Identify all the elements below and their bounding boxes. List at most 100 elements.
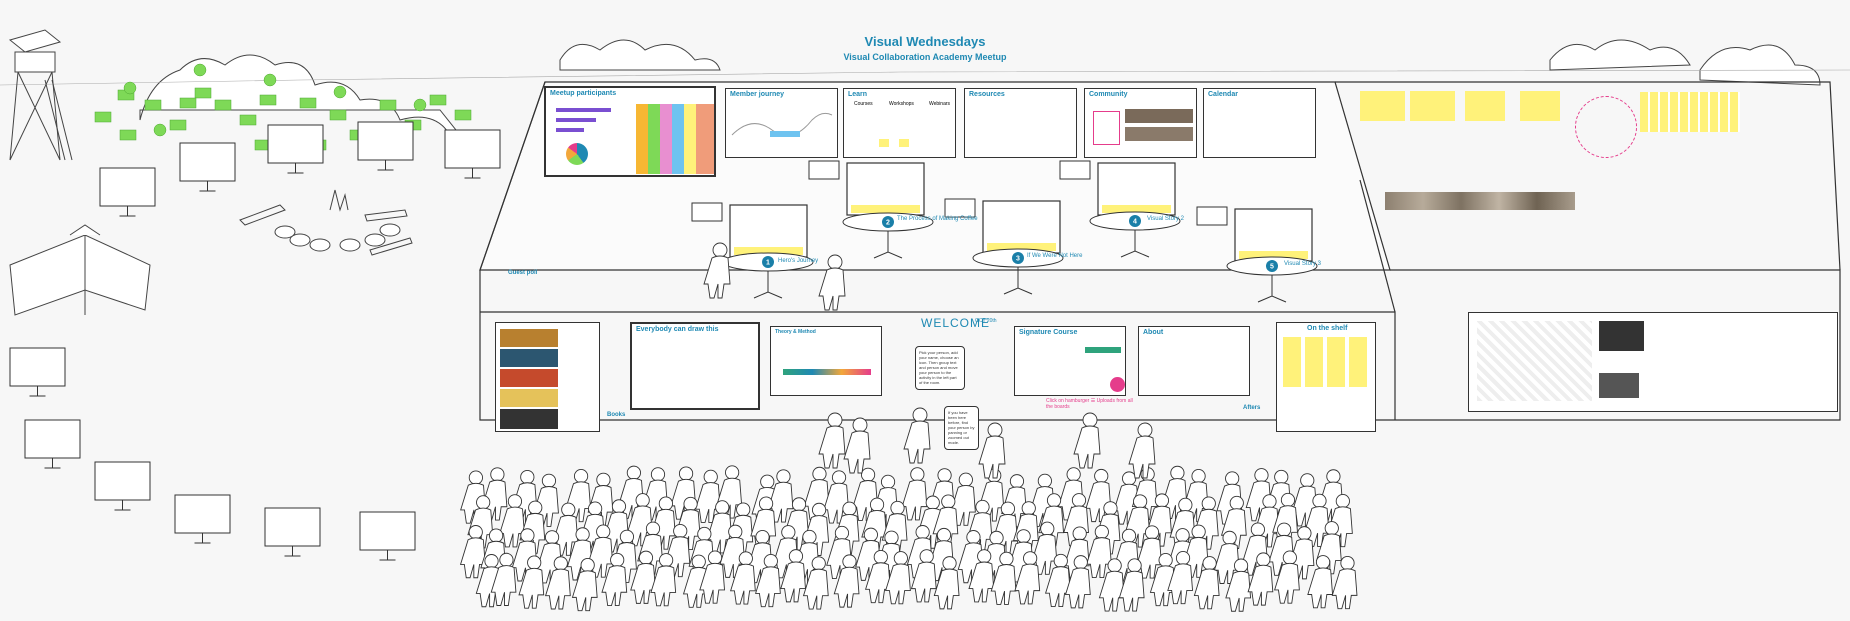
person-body — [719, 537, 746, 578]
outside-boards[interactable] — [9, 121, 501, 561]
person-head — [736, 502, 751, 517]
board-on-the-shelf[interactable]: On the shelf — [1276, 322, 1376, 432]
person-head — [1023, 551, 1038, 566]
easel-board — [174, 494, 231, 534]
person-body — [1113, 483, 1140, 525]
person-body — [1167, 563, 1194, 605]
table-foot — [1003, 287, 1033, 295]
person-body — [1073, 425, 1101, 469]
person-body — [544, 568, 571, 610]
person-head — [1225, 471, 1240, 486]
person-head — [977, 549, 992, 564]
board-community[interactable]: Community — [1084, 88, 1197, 158]
pink-note: Click on hamburger ☰ Uploads from all th… — [1046, 398, 1133, 410]
person-body — [1291, 485, 1318, 527]
person-body — [1044, 566, 1071, 607]
person-body — [933, 568, 960, 610]
easel-board — [179, 142, 236, 182]
sticky-note — [259, 94, 277, 106]
board-member-journey[interactable]: Member journey — [725, 88, 838, 158]
board-about[interactable]: About — [1138, 326, 1250, 396]
person-head — [1175, 551, 1191, 566]
person-body — [855, 540, 881, 581]
person-head — [596, 524, 611, 539]
person-head — [989, 530, 1004, 545]
person-head — [658, 496, 673, 511]
station-4-label: Visual Story 2 — [1147, 216, 1184, 222]
bookshelf[interactable] — [495, 322, 600, 432]
easel-board — [359, 511, 416, 551]
guest-poll-label: Guest poll — [508, 270, 538, 276]
person-head — [738, 551, 753, 566]
person-head — [1009, 474, 1025, 489]
gallery-panel-right[interactable] — [1575, 86, 1780, 186]
person-head — [650, 467, 666, 482]
photo-strip[interactable] — [1385, 192, 1575, 210]
person-body — [694, 482, 721, 523]
sticky-dot — [263, 73, 277, 87]
horizon-line — [0, 69, 1850, 86]
station-badge — [762, 256, 774, 268]
board-title: Community — [1089, 91, 1128, 98]
person-body — [818, 425, 846, 469]
person-head — [827, 254, 843, 270]
person-body — [1031, 534, 1058, 575]
person-head — [812, 466, 827, 481]
person-head — [1256, 552, 1271, 567]
comic-board[interactable] — [1468, 312, 1838, 412]
station-badge — [1012, 252, 1024, 264]
person-body — [566, 539, 593, 581]
person-head — [1297, 526, 1312, 541]
sticky-grid — [636, 104, 714, 174]
board-title: Resources — [969, 91, 1005, 98]
board-resources[interactable]: Resources — [964, 88, 1077, 158]
person-head — [1250, 522, 1266, 537]
person-head — [1340, 555, 1355, 571]
person-head — [852, 417, 868, 433]
person-head — [942, 556, 957, 571]
person-head — [1154, 493, 1170, 508]
board-signature-course[interactable]: Signature Course — [1014, 326, 1126, 396]
person-head — [573, 469, 589, 484]
books-label: Books — [607, 412, 626, 418]
board-everybody-can-draw[interactable]: Everybody can draw this — [630, 322, 760, 410]
board-theory-method[interactable]: Theory & Method — [770, 326, 882, 396]
person-head — [645, 521, 661, 536]
person-head — [596, 472, 611, 487]
person-head — [758, 496, 774, 511]
person-body — [1064, 567, 1091, 609]
station-number: 2 — [886, 220, 890, 227]
person-head — [635, 493, 650, 508]
name-tag — [691, 202, 723, 222]
person-head — [1326, 469, 1341, 484]
person-head — [499, 552, 514, 567]
board-calendar[interactable]: Calendar — [1203, 88, 1316, 158]
station-stickies — [1102, 205, 1171, 213]
sticky-note — [94, 111, 112, 123]
person-head — [1073, 555, 1088, 570]
person-head — [1071, 493, 1087, 508]
person-head — [683, 496, 698, 512]
person-head — [528, 500, 543, 515]
gallery-panel[interactable] — [1360, 86, 1580, 186]
board-learn[interactable]: Learn Courses Workshops Webinars — [843, 88, 956, 158]
station-5-label: Visual Story 3 — [1284, 261, 1321, 267]
person-head — [575, 527, 590, 542]
participant-stickies[interactable] — [94, 63, 472, 151]
person-head — [755, 529, 770, 545]
person-head — [1282, 550, 1297, 565]
board-meetup-participants[interactable]: Meetup participants — [544, 86, 716, 177]
person-head — [1312, 493, 1327, 508]
person-head — [1094, 468, 1109, 484]
person-body — [630, 563, 656, 604]
name-tag — [944, 198, 976, 218]
person-head — [860, 467, 876, 482]
person-body — [818, 267, 846, 311]
person-head — [760, 474, 775, 489]
person-head — [1133, 494, 1148, 509]
person-head — [707, 550, 723, 565]
person-head — [561, 502, 576, 517]
crowd-people[interactable] — [459, 242, 1358, 612]
sticky-note — [144, 99, 162, 111]
